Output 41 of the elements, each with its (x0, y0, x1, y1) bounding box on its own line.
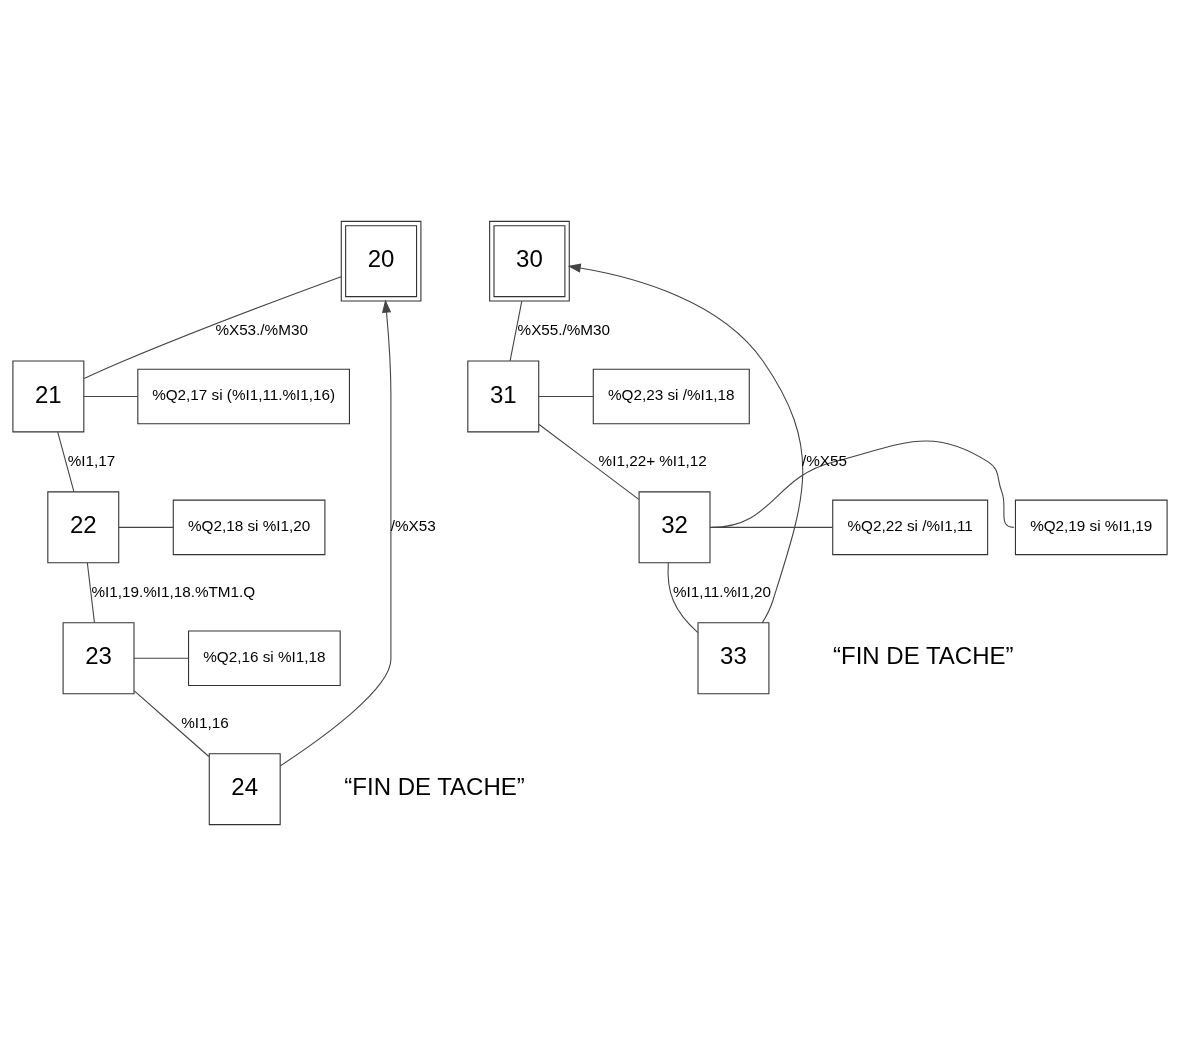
node-box: 33 (697, 621, 770, 694)
arrow (567, 263, 804, 623)
node-box: %Q2,16 si %I1,18 (188, 629, 341, 686)
edge-label: %I1,16 (181, 713, 229, 731)
connector (83, 275, 342, 379)
node-box: %Q2,18 si %I1,20 (172, 499, 326, 555)
node-label: “FIN DE TACHE” (833, 641, 1014, 669)
connector (509, 300, 523, 361)
connector (86, 561, 95, 623)
connector (57, 431, 75, 492)
edge-label: %X53./%M30 (215, 320, 308, 338)
node-box: 32 (638, 490, 711, 563)
node-box: 31 (467, 359, 540, 432)
edge-label: /%X55 (802, 451, 848, 469)
connector (667, 561, 699, 633)
node-box: %Q2,17 si (%I1,11.%I1,16) (137, 368, 350, 424)
node-box: 23 (62, 621, 135, 694)
node-box: %Q2,22 si /%I1,11 (832, 499, 989, 555)
edge-label: %I1,22+ %I1,12 (598, 451, 707, 469)
edge-label: %I1,11.%I1,20 (672, 582, 772, 600)
edge-label: %X55./%M30 (517, 320, 611, 338)
node-label: “FIN DE TACHE” (344, 772, 525, 800)
edge-label: %I1,19.%I1,18.%TM1.Q (91, 582, 256, 600)
arrow (279, 299, 392, 766)
connector (711, 439, 1015, 528)
node-box: 24 (208, 752, 281, 825)
connector (709, 526, 834, 528)
connector (83, 395, 139, 397)
node-box: %Q2,23 si /%I1,18 (592, 368, 750, 424)
node-box: %Q2,19 si %I1,19 (1014, 499, 1168, 555)
connector (133, 657, 190, 659)
edge-label: %I1,17 (67, 451, 116, 469)
node-box: 21 (12, 359, 85, 432)
edge-label: /%X53 (390, 516, 436, 534)
node-box: 20 (340, 220, 422, 302)
node-box: 22 (47, 490, 120, 563)
connector (538, 395, 594, 397)
connector (538, 423, 640, 500)
connector (133, 689, 210, 757)
node-box: 30 (489, 220, 570, 302)
connector (118, 526, 174, 528)
